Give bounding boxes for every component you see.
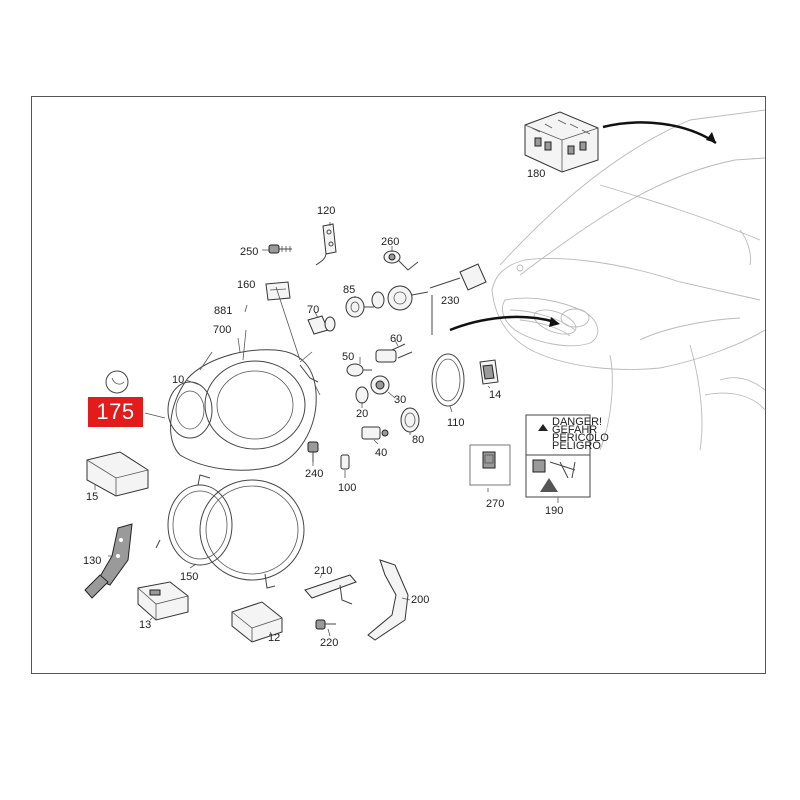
part-10-headlamp-housing xyxy=(167,337,321,471)
label-260: 260 xyxy=(381,236,399,248)
part-220-screw xyxy=(315,619,336,630)
label-700: 700 xyxy=(213,324,231,336)
warning-line2: GEFAHR xyxy=(552,424,597,436)
part-number-labels: 120 260 250 160 85 230 70 881 700 60 50 … xyxy=(83,168,563,649)
part-60-bulb xyxy=(375,343,413,363)
label-200: 200 xyxy=(411,594,429,606)
part-14-cover xyxy=(479,359,499,385)
part-12-module xyxy=(231,601,283,643)
location-arrow xyxy=(449,315,556,332)
part-210-bracket xyxy=(304,574,357,605)
location-arrowhead xyxy=(549,317,560,327)
part-150-frame xyxy=(155,474,305,589)
highlight-badge xyxy=(88,397,143,427)
label-210: 210 xyxy=(314,565,332,577)
label-120: 120 xyxy=(317,205,335,217)
part-50-bulb xyxy=(346,363,372,377)
label-190: 190 xyxy=(545,505,563,517)
label-12: 12 xyxy=(268,632,280,644)
leader-lines xyxy=(94,222,559,637)
label-150: 150 xyxy=(180,571,198,583)
part-85-bulb xyxy=(345,291,385,318)
part-250-screw xyxy=(268,244,292,254)
label-240: 240 xyxy=(305,468,323,480)
part-40-bulb xyxy=(361,426,389,440)
label-85: 85 xyxy=(343,284,355,296)
label-30: 30 xyxy=(394,394,406,406)
label-220: 220 xyxy=(320,637,338,649)
part-175-clip xyxy=(105,370,166,419)
label-10: 10 xyxy=(172,374,184,386)
part-110-ring xyxy=(431,353,465,407)
part-20-30-socket xyxy=(355,375,390,404)
label-230: 230 xyxy=(441,295,459,307)
label-80: 80 xyxy=(412,434,424,446)
label-180: 180 xyxy=(527,168,545,180)
label-60: 60 xyxy=(390,333,402,345)
label-160: 160 xyxy=(237,279,255,291)
part-70-bulb xyxy=(307,315,336,335)
part-120-bracket xyxy=(315,223,337,266)
part-230-connector xyxy=(429,263,487,335)
part-180-control-unit xyxy=(524,111,717,173)
label-250: 250 xyxy=(240,246,258,258)
part-200-bracket xyxy=(367,559,409,641)
label-270: 270 xyxy=(486,498,504,510)
label-15: 15 xyxy=(86,491,98,503)
highlighted-part-number: 175 xyxy=(96,399,135,424)
part-80-cap xyxy=(400,407,420,433)
part-270-label xyxy=(469,444,511,486)
label-130: 130 xyxy=(83,555,101,567)
diagram-frame xyxy=(31,96,766,674)
label-40: 40 xyxy=(375,447,387,459)
part-100-pin xyxy=(340,454,350,470)
label-13: 13 xyxy=(139,619,151,631)
part-13-ballast xyxy=(137,581,189,621)
warning-line3: PERICOLO xyxy=(552,432,609,444)
label-50: 50 xyxy=(342,351,354,363)
label-14: 14 xyxy=(489,389,501,401)
label-881: 881 xyxy=(214,305,232,317)
part-260-lamp-socket xyxy=(383,250,419,271)
part-190-warning-label: DANGER! GEFAHR PERICOLO PELIGRO xyxy=(525,414,609,498)
label-70: 70 xyxy=(307,304,319,316)
label-110: 110 xyxy=(447,417,465,429)
part-15-control-box xyxy=(86,451,149,497)
part-bulb-holder xyxy=(387,285,429,311)
part-240-screw xyxy=(307,441,319,462)
warning-line1: DANGER! xyxy=(552,416,602,428)
label-20: 20 xyxy=(356,408,368,420)
warning-line4: PELIGRO xyxy=(552,440,601,452)
car-outline xyxy=(491,109,766,451)
part-160-bracket xyxy=(265,281,291,301)
label-100: 100 xyxy=(338,482,356,494)
